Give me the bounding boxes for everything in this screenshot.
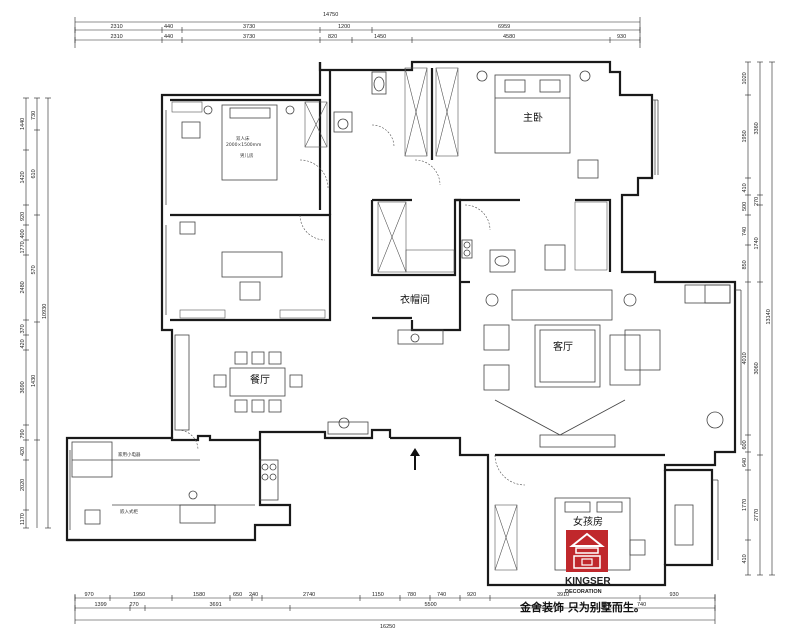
left-dimensions: 1440 1420 920 400 1770 2480 370 420 3690 790 420 20… [20,97,51,529]
dim-left-outer-10: 420 [20,447,26,456]
top-bathroom-fixtures [333,71,387,133]
label-living-room: 客厅 [553,340,573,353]
dim-left-outer-11: 2020 [20,479,26,491]
plants [338,333,724,429]
label-dining-room: 餐厅 [250,373,270,386]
dim-bottom-row1-8: 740 [437,592,446,598]
label-boy-room: 男儿房 [240,152,254,159]
label-kitchen-appliance: 家用小电器 [118,451,141,458]
dim-bottom-row1-2: 1580 [193,592,205,598]
dim-right-outer-2: 1740 [754,237,760,249]
dim-bottom-row1-3: 650 [233,592,242,598]
dining-room-furniture [174,334,369,435]
dim-right-outer-3: 3060 [754,362,760,374]
brand-name: KINGSER [565,576,611,587]
dim-right-inner-0: 1020 [742,72,748,84]
second-bathroom-fixtures [461,201,608,273]
dim-top-row1-3: 1200 [338,24,350,30]
dim-left-total-0: 10930 [42,304,48,319]
right-dimensions: 1020 1950 410 500 740 850 4010 600 640 1770 410 336… [742,61,775,576]
dim-right-inner-9: 1770 [742,499,748,511]
dim-left-outer-3: 400 [20,229,26,238]
dim-left-outer-0: 1440 [20,118,26,130]
dim-left-outer-9: 790 [20,429,26,438]
dim-left-outer-8: 3690 [20,381,26,393]
dim-bottom-row1-4: 240 [249,592,258,598]
windows [69,99,742,560]
master-bedroom-furniture [404,67,599,179]
dim-bottom-row1-5: 2740 [303,592,315,598]
dim-top-row2-2: 3730 [243,34,255,40]
dim-right-inner-4: 740 [742,227,748,236]
dim-top-row1-2: 3730 [243,24,255,30]
label-built-in-cabinet: 嵌入式柜 [120,508,138,515]
dim-top-row1-4: 6959 [498,24,510,30]
dim-top-row1-1: 440 [164,24,173,30]
dim-bottom-row1-10: 3910 [557,592,569,598]
brand-slogan: 金舍装饰 只为别墅而生。 [519,600,645,614]
dim-left-outer-1: 1420 [20,171,26,183]
dim-right-inner-10: 410 [742,554,748,563]
cloakroom-furniture [377,201,455,345]
dim-bottom-row1-0: 970 [85,592,94,598]
dim-left-outer-7: 420 [20,339,26,348]
dim-left-outer-6: 370 [20,324,26,333]
brand-sub: DECORATION [565,589,602,595]
dim-top-row2-1: 440 [164,34,173,40]
up-arrow-icon [410,448,420,470]
dim-bottom-row2-2: 3691 [210,602,222,608]
dim-bottom-row2-0: 1399 [95,602,107,608]
kitchen-furniture [71,441,279,525]
dim-right-inner-1: 1950 [742,130,748,142]
dim-bottom-row1-1: 1950 [133,592,145,598]
boy-room-furniture [171,101,328,181]
dim-left-outer-2: 920 [20,212,26,221]
dim-left-inner-2: 570 [31,265,37,274]
dim-bottom-row1-7: 780 [407,592,416,598]
label-cloakroom: 衣帽间 [400,293,430,306]
dim-bottom-row1-9: 920 [467,592,476,598]
dim-right-inner-7: 600 [742,440,748,449]
top-dimensions: 14750 2310 440 3730 1200 6959 2310 440 3730 820… [74,12,641,48]
walls [65,60,737,587]
dim-top-total: 14750 [323,12,338,18]
dim-left-inner-3: 1430 [31,375,37,387]
dim-left-outer-4: 1770 [20,241,26,253]
dim-top-row2-6: 930 [617,34,626,40]
dim-left-outer-12: 1170 [20,513,26,525]
dim-right-total-0: 13140 [766,309,772,324]
kingser-logo [566,530,608,572]
label-girl-room: 女孩房 [573,515,603,528]
living-room-furniture [483,284,731,448]
dim-right-outer-1: 270 [754,197,760,206]
dim-right-inner-6: 4010 [742,352,748,364]
dim-right-outer-0: 3360 [754,122,760,134]
label-master-bedroom: 主卧 [523,111,543,124]
dim-right-inner-5: 850 [742,260,748,269]
dim-right-inner-8: 640 [742,458,748,467]
dim-bottom-row2-3: 5500 [425,602,437,608]
dim-bottom-row1-6: 1150 [372,592,384,598]
dim-bottom-row2-4: 740 [637,602,646,608]
dim-top-row2-0: 2310 [111,34,123,40]
dim-top-row1-0: 2310 [111,24,123,30]
dim-right-inner-2: 410 [742,183,748,192]
dim-top-row2-4: 1450 [374,34,386,40]
bottom-dimensions: 970 1950 1580 650 240 2740 1150 780 740 920 3910 93… [74,592,716,630]
dim-top-row2-3: 820 [328,34,337,40]
doors [177,124,526,486]
dim-left-inner-0: 730 [31,111,37,120]
dim-bottom-row2-1: 270 [130,602,139,608]
dim-left-inner-1: 610 [31,169,37,178]
label-bed-size: 2000×1500mm [226,142,261,148]
label-double-bed: 双人床 [236,135,250,142]
dim-bottom-total: 16250 [380,624,395,630]
dim-top-row2-5: 4580 [503,34,515,40]
study-furniture [179,221,326,319]
dim-bottom-row1-11: 930 [670,592,679,598]
dim-right-inner-3: 500 [742,202,748,211]
dim-right-outer-4: 2770 [754,509,760,521]
dim-left-outer-5: 2480 [20,281,26,293]
